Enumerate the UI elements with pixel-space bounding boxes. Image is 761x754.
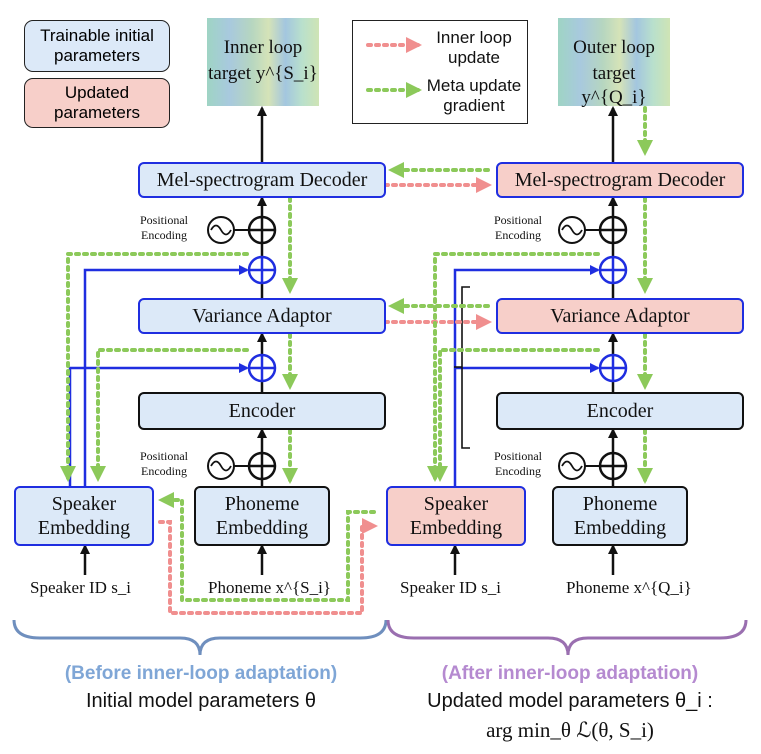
right-variance-adaptor: Variance Adaptor [496, 298, 744, 334]
left-brace [12, 619, 388, 656]
legend-arrows-frame [352, 20, 528, 124]
before-title: (Before inner-loop adaptation) [64, 663, 338, 684]
legend-meta-text: Meta update gradient [426, 76, 522, 115]
after-formula: arg min_θ ℒ(θ, S_i) [486, 718, 654, 742]
left-phoneme-embedding: Phoneme Embedding [194, 486, 330, 546]
before-text: Initial model parameters θ [85, 690, 317, 712]
blue-speaker-route-va-right [453, 265, 600, 486]
right-decoder: Mel-spectrogram Decoder [496, 162, 744, 198]
pe-label-left-top: Positional Encoding [140, 213, 189, 242]
pink-update-speaker [158, 518, 378, 615]
right-speaker-embedding: Speaker Embedding [386, 486, 526, 546]
left-speaker-embedding: Speaker Embedding [14, 486, 154, 546]
green-grad-speaker-back [158, 492, 376, 602]
green-grad-left-sp1 [60, 252, 249, 482]
after-title: (After inner-loop adaptation) [441, 663, 699, 684]
right-brace [386, 619, 748, 656]
inner-loop-target: Inner loop target y^{S_i} [207, 18, 319, 106]
inner-target-line2: target y^{S_i} [208, 63, 318, 84]
outer-target-line2: target y^{Q_i} [581, 63, 647, 108]
green-grad-right-sp1 [427, 252, 600, 482]
inner-target-line1: Inner loop [223, 37, 303, 58]
right-encoder: Encoder [496, 392, 744, 430]
outer-loop-target: Outer loop target y^{Q_i} [558, 18, 670, 108]
speaker-bracket [454, 286, 470, 449]
outer-target-line1: Outer loop [573, 37, 655, 58]
green-grad-left-sp2 [90, 348, 249, 482]
after-text: Updated model parameters θ_i : [427, 690, 713, 712]
legend-inner-loop-text: Inner loop update [436, 28, 512, 67]
left-encoder: Encoder [138, 392, 386, 430]
legend-updated: Updated parameters [24, 78, 170, 128]
left-variance-adaptor: Variance Adaptor [138, 298, 386, 334]
blue-speaker-route-va [83, 265, 249, 486]
left-decoder: Mel-spectrogram Decoder [138, 162, 386, 198]
input-speaker-left: Speaker ID s_i [30, 578, 132, 597]
green-grad-right-sp2 [432, 348, 600, 482]
input-phoneme-left: Phoneme x^{S_i} [208, 578, 331, 597]
pe-label-right-bottom: Positional Encoding [494, 449, 543, 478]
pe-label-left-bottom: Positional Encoding [140, 449, 189, 478]
blue-speaker-route-enc [68, 363, 249, 486]
right-phoneme-embedding: Phoneme Embedding [552, 486, 688, 546]
pe-label-right-top: Positional Encoding [494, 213, 543, 242]
input-phoneme-right: Phoneme x^{Q_i} [566, 578, 692, 597]
input-speaker-right: Speaker ID s_i [400, 578, 502, 597]
legend-trainable: Trainable initial parameters [24, 20, 170, 72]
